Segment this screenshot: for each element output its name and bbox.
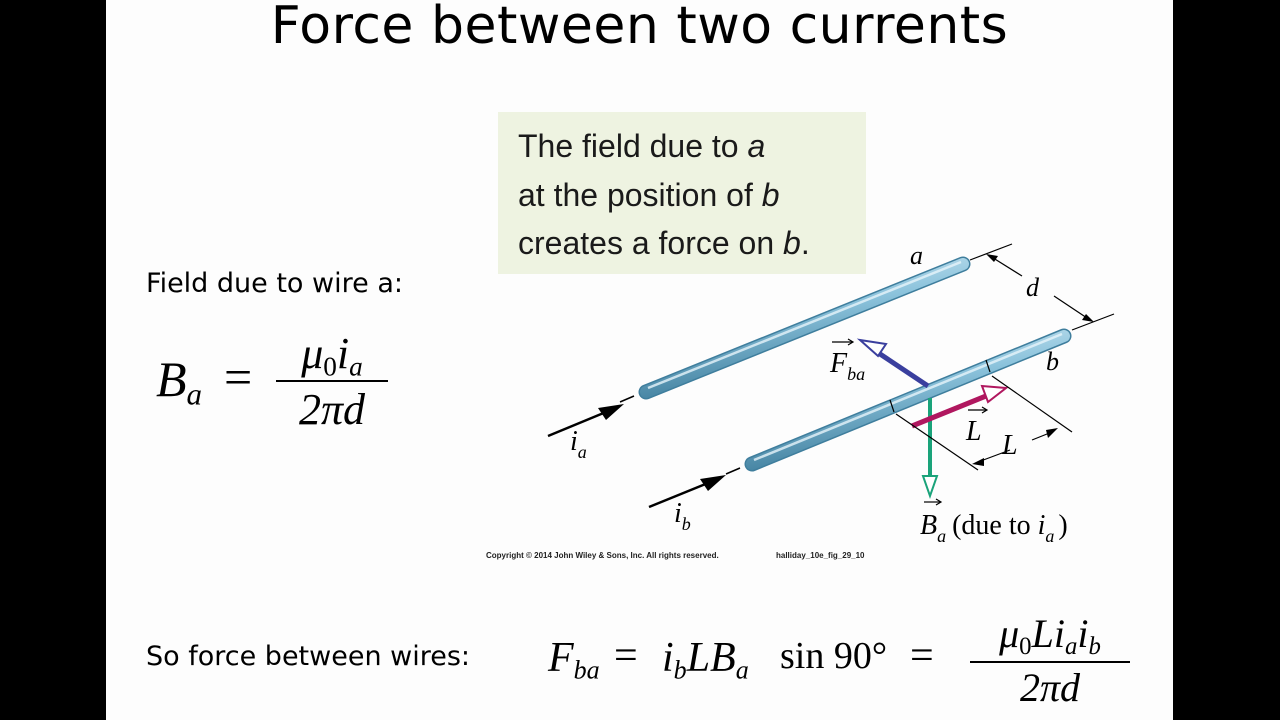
copyright-text: Copyright © 2014 John Wiley & Sons, Inc.…	[486, 551, 719, 560]
distance-label: d	[1026, 273, 1040, 302]
subscript: a	[937, 526, 946, 546]
field-arrow	[921, 398, 939, 500]
current-a-label: ia	[570, 426, 587, 462]
figure-id-text: halliday_10e_fig_29_10	[776, 551, 865, 560]
note-line-3: creates a force on b.	[518, 225, 810, 262]
force-fraction: μ0Liaib 2πd	[970, 612, 1130, 710]
symbol-L: L	[1031, 611, 1054, 656]
wire-figure: a b d ia ib Fba L L Ba(due to ia)	[547, 241, 1115, 546]
current-a-arrow	[547, 404, 624, 438]
symbol-i: i	[1053, 611, 1065, 656]
force-denominator: 2πd	[1019, 665, 1081, 710]
symbol-mu: μ	[301, 329, 324, 378]
note-var: b	[761, 177, 780, 213]
subscript: a	[349, 351, 363, 382]
equals-sign: =	[910, 633, 934, 679]
symbol-F: F	[548, 635, 574, 681]
note-text: The field due to	[518, 128, 748, 164]
note-box: The field due to a at the position of b …	[498, 112, 866, 274]
field-label: Field due to wire a:	[146, 268, 403, 299]
distance-dimension	[969, 243, 1115, 331]
field-note: (due to	[952, 510, 1038, 541]
length-dimension	[895, 375, 1073, 471]
symbol-i: i	[336, 329, 350, 378]
force-label: So force between wires:	[146, 641, 471, 672]
symbol-i: i	[570, 426, 578, 457]
force-vector-label: Fba	[829, 348, 865, 384]
slide: Force between two currents The field due…	[106, 0, 1173, 720]
symbol-i: i	[1038, 510, 1046, 541]
sin-term: sin 90°	[780, 635, 888, 677]
symbol-F: F	[829, 348, 848, 379]
field-denominator: 2πd	[298, 385, 366, 434]
subscript: a	[735, 655, 749, 685]
vector-overbars	[832, 338, 989, 506]
note-text: creates a force on	[518, 225, 784, 261]
current-b-label: ib	[674, 498, 691, 534]
wire-b-label: b	[1046, 347, 1059, 376]
symbol-B: B	[920, 510, 937, 541]
symbol-i: i	[674, 498, 682, 529]
note-text: at the position of	[518, 177, 762, 213]
subscript: b	[682, 514, 691, 534]
subscript: b	[673, 655, 687, 685]
equals-sign: =	[224, 349, 253, 405]
note-var: b	[783, 225, 801, 261]
wire-b	[725, 328, 1072, 475]
field-vector-label: Ba(due to ia)	[920, 510, 1068, 546]
symbol-i: i	[662, 635, 674, 681]
symbol-B: B	[710, 635, 736, 681]
force-lhs: Fba	[548, 634, 600, 685]
subscript: 0	[1019, 632, 1032, 660]
symbol-mu: μ	[999, 611, 1020, 656]
length-label: L	[1001, 430, 1018, 461]
field-equation: Ba = μ0ia 2πd	[156, 330, 396, 440]
force-numerator: μ0Liaib	[970, 612, 1130, 669]
subscript: a	[186, 376, 203, 412]
subscript: ba	[573, 655, 600, 685]
current-b-arrow	[648, 475, 726, 509]
equals-sign: =	[614, 633, 638, 679]
symbol-L: L	[686, 635, 711, 681]
wire-a	[619, 256, 971, 403]
force-middle: ibLBa	[662, 634, 749, 685]
wire-a-label: a	[910, 241, 923, 270]
force-equation: Fba = ibLBa sin 90° = μ0Liaib 2πd	[548, 612, 1138, 720]
symbol-i: i	[1077, 611, 1089, 656]
subscript: 0	[323, 351, 337, 382]
note-line-1: The field due to a	[518, 128, 765, 165]
subscript: a	[578, 442, 587, 462]
field-lhs: Ba	[156, 350, 202, 413]
note-var: a	[747, 128, 766, 164]
field-numerator: μ0ia	[276, 330, 388, 391]
subscript: a	[1064, 632, 1078, 660]
note-text: .	[800, 225, 810, 261]
field-note-close: )	[1058, 510, 1067, 541]
field-fraction: μ0ia 2πd	[276, 330, 388, 434]
note-line-2: at the position of b	[518, 177, 780, 214]
slide-title: Force between two currents	[270, 0, 1009, 56]
subscript: a	[1045, 526, 1054, 546]
fraction-bar	[276, 380, 388, 382]
force-arrow	[856, 338, 930, 389]
subscript: b	[1088, 632, 1101, 660]
length-vector-arrow	[911, 384, 1009, 429]
length-vector-label: L	[965, 416, 982, 447]
fraction-bar	[970, 661, 1130, 663]
subscript: ba	[847, 364, 865, 384]
symbol-B: B	[156, 351, 187, 407]
